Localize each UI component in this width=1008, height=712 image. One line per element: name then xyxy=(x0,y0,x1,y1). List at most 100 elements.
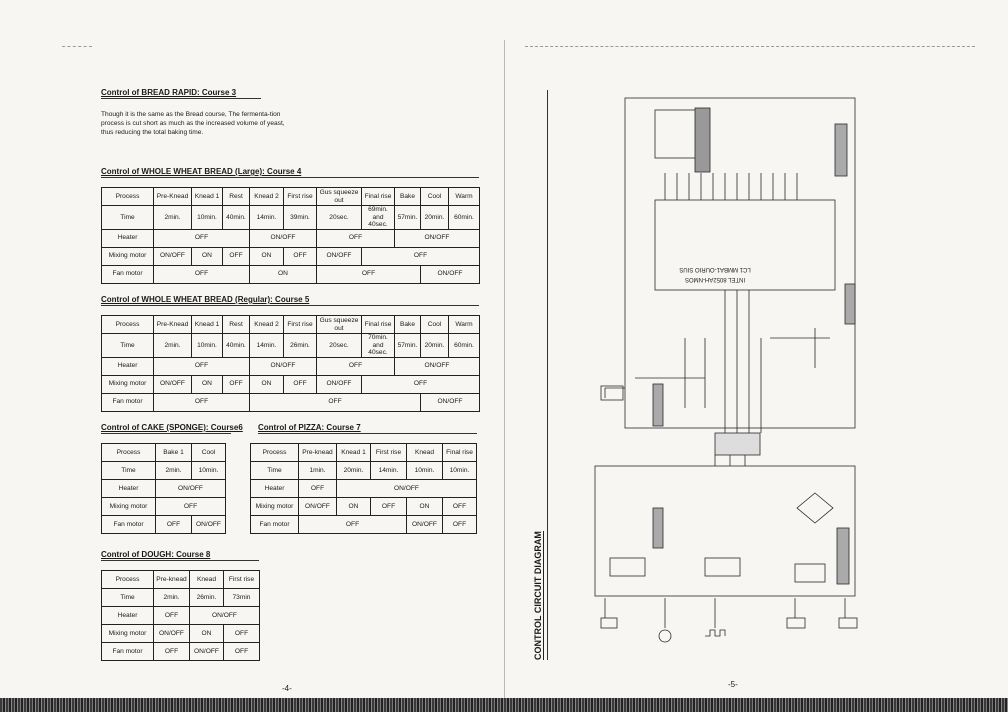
table-cell: Final rise xyxy=(361,187,395,206)
table-row: Mixing motor ON/OFF ON OFF ON OFF ON/OFF… xyxy=(101,374,480,394)
table-cell: OFF xyxy=(223,624,260,643)
table-cell: 2min. xyxy=(155,461,192,480)
table-row: Fan motor OFF ON/OFF xyxy=(101,515,226,534)
table-cell: 2min. xyxy=(153,588,190,607)
table-row: Heater OFF ON/OFF OFF ON/OFF xyxy=(101,356,480,376)
table-cell: ON/OFF xyxy=(420,392,480,412)
table-cell: Bake 1 xyxy=(155,443,192,462)
table-row: Time 2min. 26min. 73min xyxy=(101,588,260,607)
table-cell: ON/OFF xyxy=(153,246,192,266)
table-cell: 14min. xyxy=(370,461,407,480)
page-number-left: -4- xyxy=(282,684,292,693)
table-cell: OFF xyxy=(298,479,337,498)
heading-bread-rapid: Control of BREAD RAPID: Course 3 xyxy=(101,88,261,99)
table-cell: ON/OFF xyxy=(189,642,224,661)
table-cell: ON/OFF xyxy=(394,356,480,376)
table-row: Mixing motor ON/OFF ON OFF ON OFF ON/OFF… xyxy=(101,246,480,266)
table-cell: 40min. xyxy=(222,205,250,230)
table-row: Process Pre-Knead Knead 1 Rest Knead 2 F… xyxy=(101,187,480,206)
table-row: Heater OFF ON/OFF OFF ON/OFF xyxy=(101,228,480,248)
table-cell: ON xyxy=(191,246,223,266)
table-row: Process Pre-knead Knead 1 First rise Kne… xyxy=(250,443,477,462)
table-dough: Process Pre-knead Knead First rise Time … xyxy=(101,570,260,661)
table-cell: 60min. xyxy=(448,205,480,230)
table-cell: 73min xyxy=(223,588,260,607)
table-cell: OFF xyxy=(222,246,250,266)
table-cell: 69min. and 40sec. xyxy=(361,205,395,230)
table-cell: 14min. xyxy=(249,205,284,230)
table-cell: OFF xyxy=(283,246,317,266)
table-cell: Mixing motor xyxy=(101,624,154,643)
table-row: Mixing motor ON/OFF ON OFF ON OFF xyxy=(250,497,477,516)
table-cell: Process xyxy=(101,187,154,206)
table-cell: Final rise xyxy=(361,315,395,334)
table-cell: OFF xyxy=(153,264,250,284)
table-cell: Time xyxy=(101,461,156,480)
table-row: Heater OFF ON/OFF xyxy=(250,479,477,498)
table-cell: 2min. xyxy=(153,205,192,230)
table-pizza: Process Pre-knead Knead 1 First rise Kne… xyxy=(250,443,477,534)
table-cell: OFF xyxy=(153,642,190,661)
table-cell: ON/OFF xyxy=(394,228,480,248)
table-cell: OFF xyxy=(361,246,480,266)
table-cell: Time xyxy=(101,205,154,230)
table-cell: 1min. xyxy=(298,461,337,480)
table-cell: 57min. xyxy=(394,205,421,230)
heading-ww-regular: Control of WHOLE WHEAT BREAD (Regular): … xyxy=(101,295,479,306)
table-cell: 10min. xyxy=(442,461,477,480)
table-cell: First rise xyxy=(370,443,407,462)
chip-label-1: INTEL 8052AH-NMOS xyxy=(685,276,745,282)
table-cell: OFF xyxy=(316,356,395,376)
table-cell: OFF xyxy=(153,356,250,376)
table-cell: 40min. xyxy=(222,333,250,358)
table-cell: Cool xyxy=(191,443,226,462)
table-cell: OFF xyxy=(153,392,250,412)
table-cell: 20min. xyxy=(336,461,371,480)
table-cell: Process xyxy=(250,443,299,462)
table-cell: ON xyxy=(336,497,371,516)
left-page: Control of BREAD RAPID: Course 3 Though … xyxy=(62,46,480,693)
table-cell: Heater xyxy=(101,356,154,376)
table-row: Fan motor OFF ON/OFF OFF xyxy=(101,642,260,661)
table-cell: Gus squeeze out xyxy=(316,187,362,206)
table-row: Heater ON/OFF xyxy=(101,479,226,498)
table-cell: Time xyxy=(101,588,154,607)
table-cell: 60min. xyxy=(448,333,480,358)
table-cell: Mixing motor xyxy=(250,497,299,516)
table-cell: Cool xyxy=(420,315,449,334)
table-cell: ON/OFF xyxy=(316,246,362,266)
table-cell: Fan motor xyxy=(101,264,154,284)
table-cell: First rise xyxy=(223,570,260,589)
right-page: CONTROL CIRCUIT DIAGRAM xyxy=(505,0,1008,712)
table-cell: ON xyxy=(249,246,284,266)
table-cell: Knead xyxy=(189,570,224,589)
table-cell: 10min. xyxy=(406,461,443,480)
table-row: Fan motor OFF ON/OFF OFF xyxy=(250,515,477,534)
table-cell: 20min. xyxy=(420,205,449,230)
table-row: Time 1min. 20min. 14min. 10min. 10min. xyxy=(250,461,477,480)
table-cell: Process xyxy=(101,570,154,589)
diagram-title: CONTROL CIRCUIT DIAGRAM xyxy=(533,531,544,660)
scan-edge-strip xyxy=(0,698,1008,712)
table-cell: ON/OFF xyxy=(249,356,317,376)
table-cell: 10min. xyxy=(191,461,226,480)
table-cell: Fan motor xyxy=(101,392,154,412)
table-cell: Knead xyxy=(406,443,443,462)
table-cell: Time xyxy=(101,333,154,358)
table-cell: 10min. xyxy=(191,205,223,230)
heading-ww-large: Control of WHOLE WHEAT BREAD (Large): Co… xyxy=(101,167,479,178)
table-cell: OFF xyxy=(316,264,421,284)
chip-label-2: LC1 MMBA1-OURIO SIUS xyxy=(679,266,750,272)
table-cell: Rest xyxy=(222,187,250,206)
table-cell: 26min. xyxy=(283,333,317,358)
table-row: Process Bake 1 Cool xyxy=(101,443,226,462)
control-circuit-diagram: INTEL 8052AH-NMOS LC1 MMBA1-OURIO SIUS xyxy=(594,97,858,643)
table-cell: Fan motor xyxy=(101,515,156,534)
table-row: Time 2min. 10min. 40min. 14min. 39min. 2… xyxy=(101,205,480,230)
table-cell: First rise xyxy=(283,187,317,206)
table-row: Fan motor OFF ON OFF ON/OFF xyxy=(101,264,480,284)
table-cell: Pre-knead xyxy=(298,443,337,462)
table-cell: 20sec. xyxy=(316,205,362,230)
table-cell: ON/OFF xyxy=(298,497,337,516)
table-cell: Gus squeeze out xyxy=(316,315,362,334)
